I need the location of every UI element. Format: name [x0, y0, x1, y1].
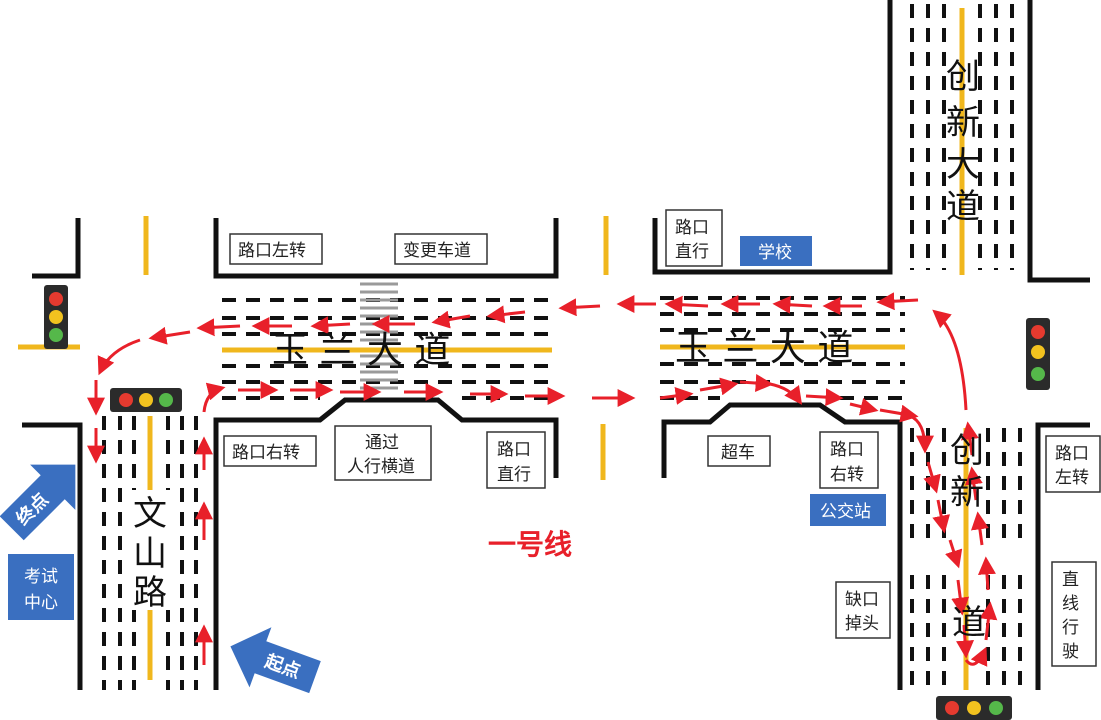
- svg-text:文: 文: [133, 494, 167, 534]
- svg-text:路口: 路口: [830, 440, 864, 460]
- road-name-wenshan: 文 山 路: [128, 490, 172, 613]
- road-name-yulan-west: 玉 兰 大 道: [272, 330, 450, 371]
- label-uturn: 缺口 掉头: [835, 581, 891, 639]
- svg-text:路: 路: [133, 573, 167, 613]
- road-name-yulan-east: 玉 兰 大 道: [675, 328, 853, 369]
- label-school: 学校: [740, 236, 812, 266]
- route-title: 一号线: [488, 528, 572, 561]
- svg-text:路口: 路口: [1055, 444, 1089, 464]
- label-left-turn-right: 路口 左转: [1045, 435, 1101, 493]
- road-name-chuangxin-south: 创 新 道: [950, 431, 986, 643]
- traffic-light-left: [44, 285, 68, 349]
- svg-text:直行: 直行: [675, 242, 709, 262]
- svg-text:缺口: 缺口: [845, 590, 879, 610]
- svg-text:大: 大: [946, 145, 980, 185]
- svg-text:考试: 考试: [24, 567, 58, 587]
- svg-text:直行: 直行: [497, 465, 531, 485]
- traffic-light-bottom: [936, 696, 1012, 720]
- svg-text:道: 道: [952, 603, 986, 643]
- road-name-chuangxin-north: 创 新 大 道: [946, 57, 980, 227]
- label-straight-top: 路口 直行: [665, 209, 723, 267]
- road-edges: [22, 0, 1090, 690]
- svg-text:通过: 通过: [365, 433, 399, 453]
- svg-text:行: 行: [1062, 618, 1079, 638]
- svg-text:掉头: 掉头: [845, 614, 879, 634]
- svg-text:中心: 中心: [24, 593, 58, 613]
- svg-text:新: 新: [950, 473, 984, 513]
- svg-text:公交站: 公交站: [820, 502, 871, 522]
- svg-text:直: 直: [1062, 570, 1079, 590]
- label-change-lane: 变更车道: [394, 233, 488, 265]
- traffic-light-right: [1026, 318, 1050, 390]
- svg-text:路口: 路口: [497, 440, 531, 460]
- svg-text:路口左转: 路口左转: [238, 241, 306, 261]
- lane-markings-wenshan: [102, 416, 198, 690]
- svg-text:变更车道: 变更车道: [403, 241, 471, 261]
- svg-text:右转: 右转: [830, 465, 864, 485]
- label-crosswalk: 通过 人行横道: [334, 425, 432, 481]
- svg-text:驶: 驶: [1062, 642, 1079, 662]
- label-overtake: 超车: [707, 435, 771, 467]
- svg-text:道: 道: [946, 187, 980, 227]
- route-arrows: [87, 292, 1093, 667]
- start-point-arrow: 起点: [230, 627, 321, 694]
- svg-text:创: 创: [950, 431, 984, 471]
- label-right-turn-left: 路口右转: [223, 435, 317, 467]
- svg-text:左转: 左转: [1055, 468, 1089, 488]
- label-bus-stop: 公交站: [810, 494, 886, 526]
- label-right-turn-right: 路口 右转: [819, 431, 879, 489]
- label-straight-mid: 路口 直行: [486, 431, 546, 489]
- svg-text:超车: 超车: [721, 443, 755, 463]
- svg-text:新: 新: [946, 103, 980, 143]
- label-exam-center: 考试 中心: [8, 554, 74, 620]
- svg-text:创: 创: [946, 57, 980, 97]
- svg-text:线: 线: [1062, 594, 1079, 614]
- svg-text:学校: 学校: [758, 243, 792, 263]
- label-straight-drive: 直 线 行 驶: [1051, 561, 1097, 667]
- svg-text:人行横道: 人行横道: [347, 457, 415, 477]
- svg-text:路口: 路口: [675, 218, 709, 238]
- svg-text:山: 山: [133, 534, 167, 574]
- svg-text:路口右转: 路口右转: [232, 443, 300, 463]
- traffic-light-wenshan: [110, 388, 182, 412]
- lane-markings-chuangxin-north: [910, 4, 1014, 270]
- label-left-turn-top: 路口左转: [229, 233, 323, 265]
- end-point-arrow: 终点: [0, 464, 76, 541]
